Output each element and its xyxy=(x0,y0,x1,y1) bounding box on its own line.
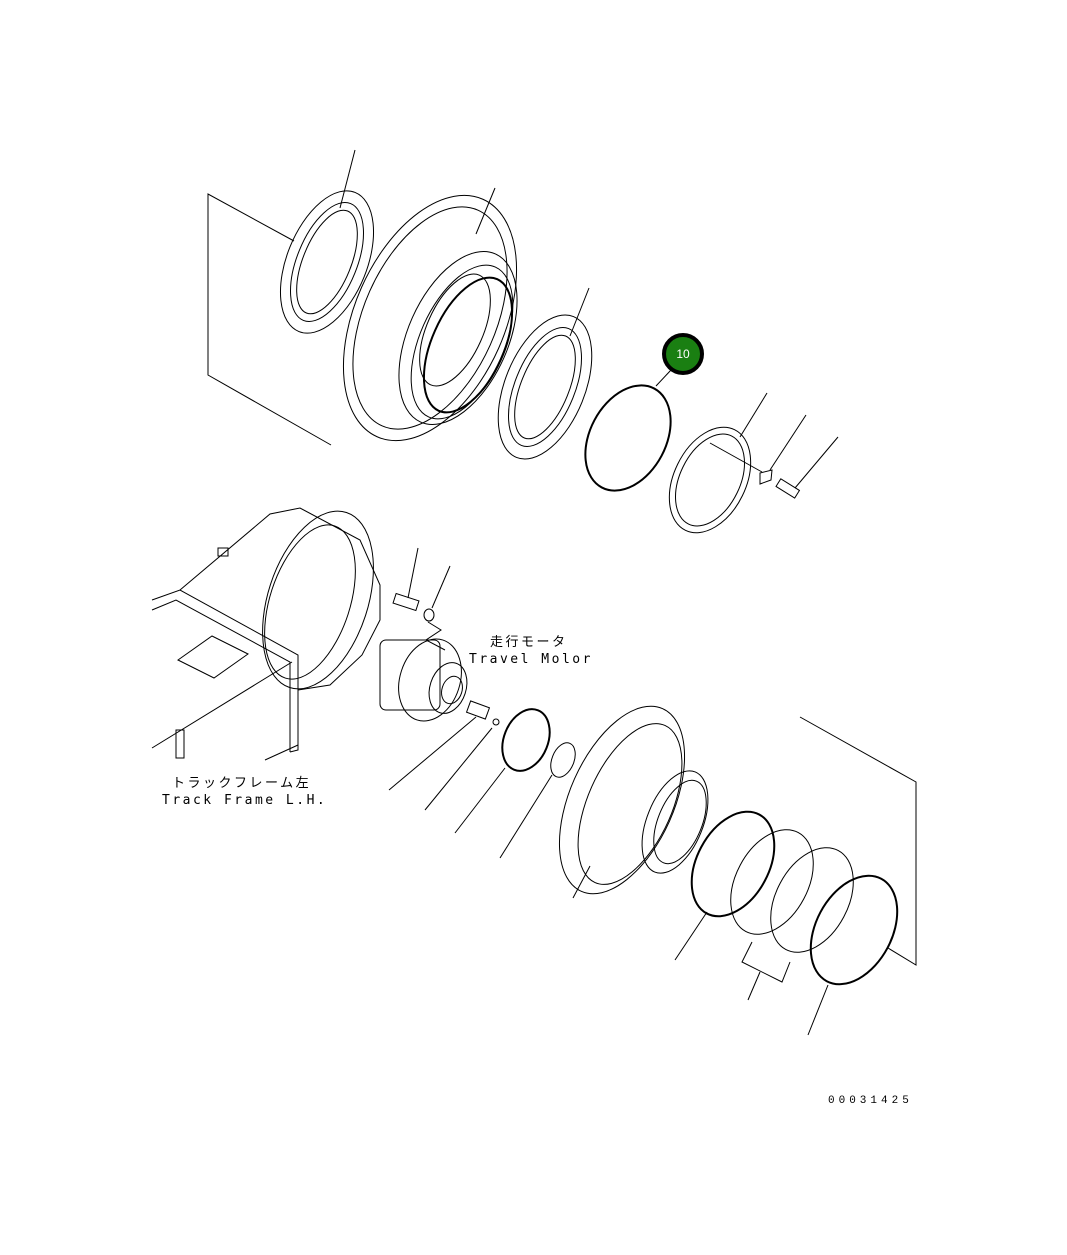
drawing-number: 00031425 xyxy=(828,1095,913,1107)
o-ring-item-10 xyxy=(584,369,672,492)
sprocket-hub xyxy=(342,187,518,442)
cover-ring-group xyxy=(668,392,839,534)
callout-number: 10 xyxy=(676,347,690,361)
track-frame-lh xyxy=(151,507,381,761)
upper-group-bracket xyxy=(207,193,332,446)
track-frame-label-jp: トラックフレーム左 xyxy=(172,776,312,791)
final-drive-housing xyxy=(558,705,709,899)
motor-leaders xyxy=(388,708,576,859)
travel-motor-label-jp: 走行モータ xyxy=(490,635,568,650)
travel-motor-label-en: Travel Molor xyxy=(469,652,593,667)
travel-motor xyxy=(379,638,500,726)
motor-bolt-washer xyxy=(392,547,451,651)
seal-ring-upper-right xyxy=(497,287,593,460)
callout-badge-10[interactable]: 10 xyxy=(662,333,704,375)
track-frame-label-en: Track Frame L.H. xyxy=(162,793,328,808)
lower-seals xyxy=(674,716,917,1036)
seal-ring-upper-left xyxy=(279,149,375,334)
